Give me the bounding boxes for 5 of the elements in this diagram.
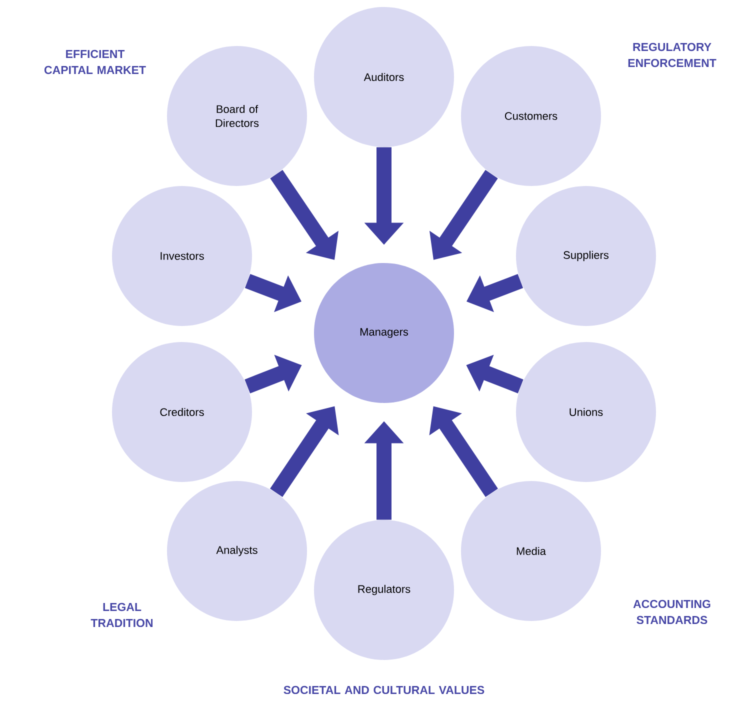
factor-label: EFFICIENT CAPITAL MARKET — [44, 50, 146, 74]
factor-label: ACCOUNTING STANDARDS — [633, 600, 710, 624]
factor-label: SOCIETAL AND CULTURAL VALUES — [284, 686, 484, 694]
factor-label: LEGAL TRADITION — [90, 602, 153, 628]
factor-label: REGULATORY ENFORCEMENT — [628, 42, 716, 68]
